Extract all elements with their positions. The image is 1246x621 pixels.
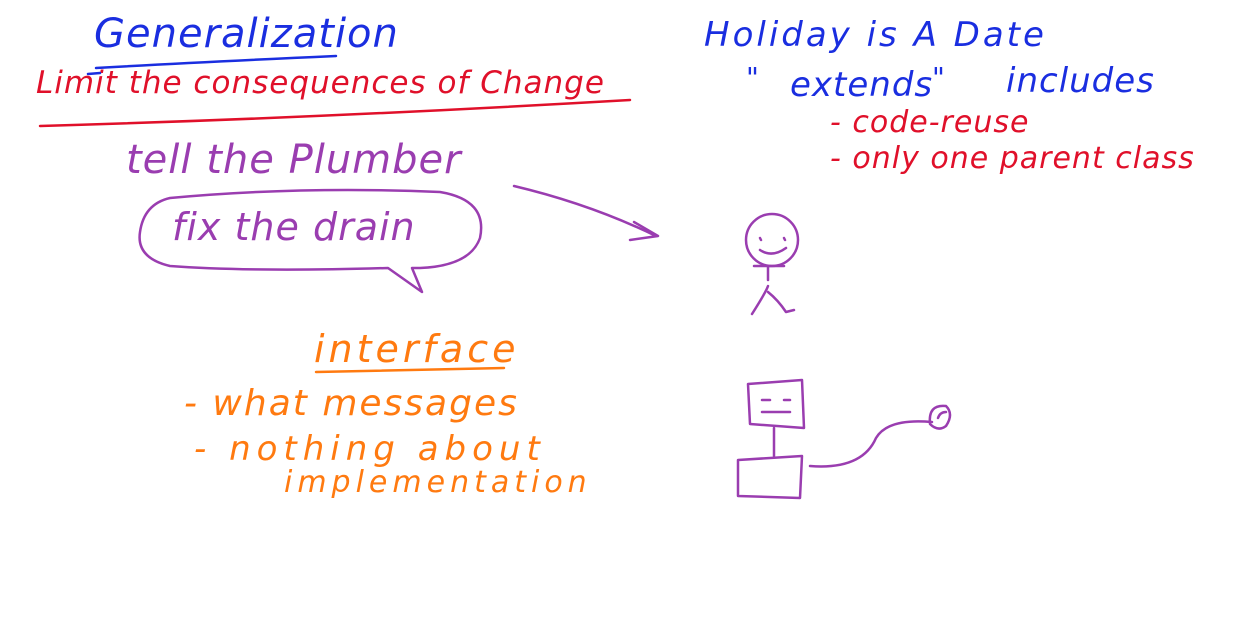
speech-bubble-outline <box>138 188 483 294</box>
extends-word: extends <box>790 65 934 105</box>
title-dash <box>86 71 102 76</box>
title-generalization: Generalization <box>94 11 399 57</box>
interface-bullet-what-messages: - what messages <box>184 383 519 424</box>
mouse-icon <box>808 404 952 468</box>
extends-note-includes: includes <box>1006 61 1155 101</box>
title-underline <box>94 54 338 70</box>
extends-quote-open: " <box>746 61 760 94</box>
extends-quote-close: " <box>932 61 946 94</box>
interface-bullet-nothing-about: - nothing about <box>194 429 546 469</box>
stick-figure-icon <box>744 212 800 316</box>
interface-underline <box>314 366 506 374</box>
holiday-heading: Holiday is A Date <box>704 15 1047 55</box>
interface-heading: interface <box>314 327 520 371</box>
bullet-only-one-parent-class: - only one parent class <box>830 141 1195 176</box>
subtitle-underline <box>38 98 632 128</box>
arrow-icon <box>512 184 660 242</box>
bullet-code-reuse: - code-reuse <box>830 105 1030 140</box>
computer-icon <box>736 378 806 500</box>
interface-bullet-implementation: implementation <box>284 465 592 500</box>
tell-the-plumber-text: tell the Plumber <box>126 137 462 183</box>
subtitle-limit-consequences: Limit the consequences of Change <box>36 65 605 101</box>
speech-bubble-text: fix the drain <box>172 205 416 249</box>
